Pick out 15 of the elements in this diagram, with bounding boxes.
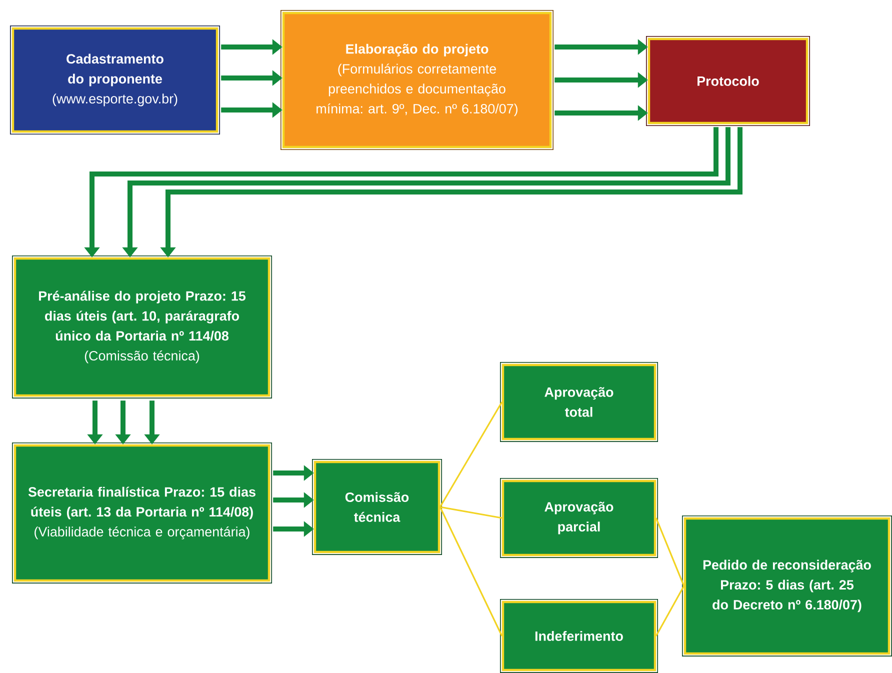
outcome-box: Aprovação parcial [502,480,656,556]
process-box: Comissão técnica [314,460,440,554]
outcome-box: Aprovação total [502,364,656,440]
outcome-box: Indeferimento [502,600,656,672]
process-box: Protocolo [648,38,808,124]
process-box: Secretaria finalística Prazo: 15 dias úteis (art. 13 da Portaria nº 114/08) (Viabilidade técnica e orçamentária) [14,444,270,582]
connector-line [440,506,502,519]
connector-line [655,586,685,636]
connector-line [655,518,685,586]
connector-line [439,506,503,636]
process-box: Cadastramento do proponente (www.esporte.gov.br) [12,27,218,133]
connector-line [439,402,503,508]
outcome-box: Pedido de reconsideração Prazo: 5 dias (art. 25 do Decreto nº 6.180/07) [684,517,890,655]
process-box: Elaboração do projeto (Formulários corretamente preenchidos e documentação mínima: art. 9º, Dec. nº 6.180/07) [282,12,552,148]
process-box: Pré-análise do projeto Prazo: 15 dias úteis (art. 10, paráragrafo único da Portaria nº 114/08 (Comissão técnica) [14,257,270,397]
